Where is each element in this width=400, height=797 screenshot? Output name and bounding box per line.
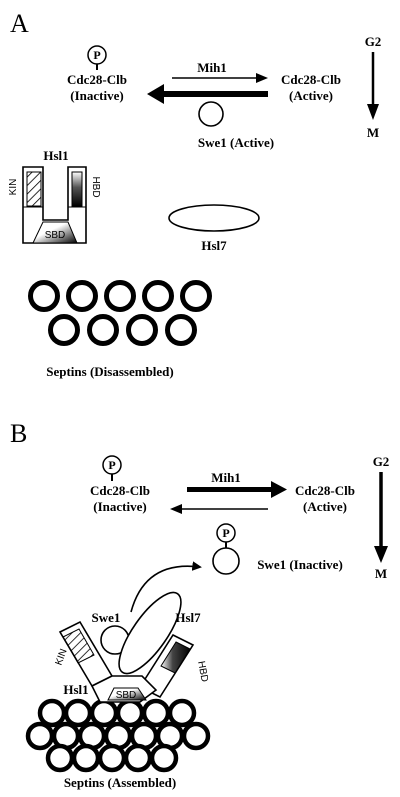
cdc28-clb-active-label: Cdc28-Clb — [281, 72, 341, 87]
septin-ring — [104, 280, 136, 312]
release-arrow — [130, 561, 202, 613]
cell-cycle-arrow — [367, 52, 379, 120]
panel-a-letter: A — [10, 9, 29, 38]
cdc28-clb-active-state: (Active) — [289, 88, 333, 103]
panel-a: A P Cdc28-Clb (Inactive) Mih1 Cdc28-Clb … — [8, 9, 381, 379]
kin-label: KIN — [54, 647, 70, 666]
hbd-domain — [71, 171, 83, 207]
hsl7-ellipse — [118, 591, 182, 675]
septins-assembled — [25, 698, 211, 773]
panel-b: B P Cdc28-Clb (Inactive) Mih1 Cdc28-Clb … — [10, 419, 389, 790]
reverse-arrow — [170, 504, 268, 514]
swe1-label: Swe1 — [92, 610, 121, 625]
forward-arrow — [172, 73, 268, 83]
mih1-label: Mih1 — [211, 470, 241, 485]
swe1-active-label: Swe1 (Active) — [198, 135, 274, 150]
swe1-circle — [198, 101, 224, 127]
reverse-arrow — [147, 84, 268, 104]
hsl7-label: Hsl7 — [175, 610, 201, 625]
septin-ring — [97, 743, 127, 773]
swe1-inactive-label: Swe1 (Inactive) — [257, 557, 343, 572]
panel-b-letter: B — [10, 419, 27, 448]
sbd-label: SBD — [45, 230, 66, 241]
phosphate-label: P — [108, 458, 115, 472]
septin-ring — [181, 721, 211, 751]
septin-ring — [141, 698, 171, 728]
kin-label: KIN — [8, 179, 19, 196]
septin-ring — [167, 698, 197, 728]
septin-ring — [25, 721, 55, 751]
hbd-domain — [160, 641, 191, 674]
hsl1-protein: SBD — [22, 166, 87, 244]
cdc28-clb-active-state: (Active) — [303, 499, 347, 514]
g2-label: G2 — [373, 454, 390, 469]
septin-ring — [87, 314, 119, 346]
sbd-domain — [107, 687, 147, 701]
septin-ring — [66, 280, 98, 312]
phosphate-icon: P — [216, 523, 236, 548]
cdc28-clb-active-label: Cdc28-Clb — [295, 483, 355, 498]
cdc28-clb-inactive-state: (Inactive) — [93, 499, 146, 514]
septin-ring — [63, 698, 93, 728]
hbd-label: HBD — [90, 176, 101, 197]
cdc28-clb-inactive-label: Cdc28-Clb — [90, 483, 150, 498]
phosphate-label: P — [222, 526, 229, 540]
septin-ring — [149, 743, 179, 773]
cell-cycle-arrow — [374, 472, 388, 563]
septin-ring — [165, 314, 197, 346]
septin-ring — [71, 743, 101, 773]
m-label: M — [375, 566, 387, 581]
cdc28-clb-inactive-state: (Inactive) — [70, 88, 123, 103]
cdc28-clb-inactive-label: Cdc28-Clb — [67, 72, 127, 87]
m-label: M — [367, 125, 379, 140]
septin-ring — [48, 314, 80, 346]
septin-ring — [180, 280, 212, 312]
hsl1-label: Hsl1 — [63, 682, 88, 697]
forward-arrow — [187, 481, 287, 498]
swe1-inactive-circle — [212, 547, 240, 575]
mih1-label: Mih1 — [197, 60, 227, 75]
hsl7-ellipse — [168, 204, 260, 232]
septins-disassembled-label: Septins (Disassembled) — [46, 364, 174, 379]
sbd-domain — [32, 221, 78, 244]
septin-ring — [37, 698, 67, 728]
hsl1-protein: SBD — [58, 620, 195, 703]
septins-disassembled — [28, 280, 212, 346]
septin-ring — [28, 280, 60, 312]
septin-ring — [89, 698, 119, 728]
kin-domain — [62, 628, 95, 664]
septin-ring — [123, 743, 153, 773]
phosphate-label: P — [93, 48, 100, 62]
septin-ring — [115, 698, 145, 728]
septin-ring — [45, 743, 75, 773]
kin-domain — [26, 171, 42, 207]
hsl7-label: Hsl7 — [201, 238, 227, 253]
g2-label: G2 — [365, 34, 382, 49]
sbd-label: SBD — [116, 690, 137, 701]
septin-ring — [126, 314, 158, 346]
hsl1-label: Hsl1 — [43, 148, 68, 163]
phosphate-icon: P — [87, 45, 107, 70]
hbd-label: HBD — [195, 660, 210, 683]
phosphate-icon: P — [102, 455, 122, 481]
septins-assembled-label: Septins (Assembled) — [64, 775, 176, 790]
septin-ring — [142, 280, 174, 312]
